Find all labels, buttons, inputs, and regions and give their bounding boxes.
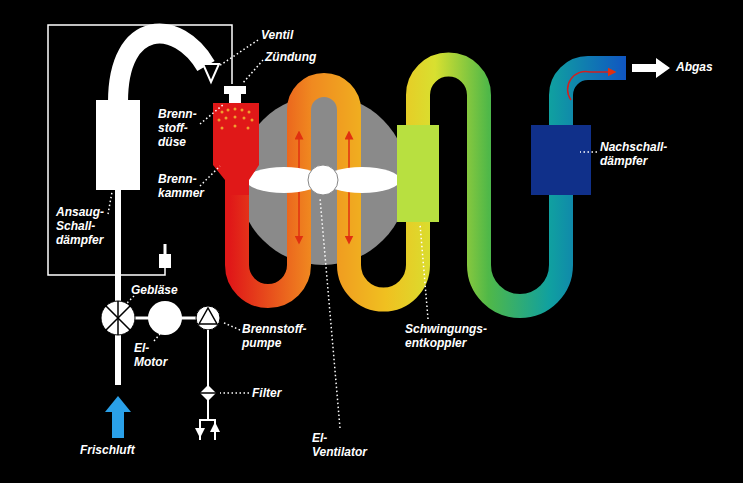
- leader-lines: [108, 40, 597, 428]
- exhaust-silencer: [531, 125, 591, 195]
- part-label: El-Ventilator: [312, 431, 367, 459]
- combustion-chamber: [213, 103, 259, 195]
- sensor-block: [159, 254, 171, 268]
- part-label: Abgas: [676, 60, 713, 74]
- part-label: Ventil: [261, 28, 293, 42]
- motor-symbol: [148, 301, 182, 335]
- fuel-supply-arrow: [210, 422, 220, 432]
- pump-symbol: [196, 306, 220, 330]
- fuel-line: [207, 330, 209, 420]
- exhaust-tube: [237, 64, 626, 306]
- control-line: [48, 25, 232, 275]
- part-label: Gebläse: [131, 283, 178, 297]
- part-label: Schwingungs- entkoppler: [405, 322, 487, 350]
- exhaust-arrow: [632, 58, 670, 78]
- part-label: Filter: [252, 386, 281, 400]
- blower-symbol: [101, 301, 135, 335]
- part-label: Nachschall- dämpfer: [600, 140, 667, 168]
- pump-triangle: [199, 308, 217, 324]
- filter-symbol: [200, 385, 216, 401]
- part-label: Frischluft: [80, 443, 135, 457]
- part-label: El-Motor: [134, 341, 167, 369]
- fuel-return-arrow: [195, 428, 205, 438]
- exhaust-flow-arrow: [568, 71, 612, 100]
- fan-hub: [308, 165, 338, 195]
- fuel-nozzle: [229, 94, 241, 103]
- fresh-air-pipe: [115, 190, 121, 385]
- sensor-stem: [164, 244, 167, 254]
- fuel-spray: [218, 108, 254, 130]
- intake-silencer: [96, 100, 140, 190]
- part-label: Brennstoff- pumpe: [242, 322, 306, 350]
- valve-symbol: [203, 64, 219, 82]
- vibration-decoupler: [397, 125, 439, 222]
- fresh-air-arrow: [105, 396, 131, 438]
- part-label: Brenn- kammer: [158, 172, 204, 200]
- filter-element: [200, 392, 216, 394]
- blower-axis: [117, 301, 119, 335]
- part-label: Brenn- stoff- düse: [158, 107, 197, 149]
- part-label: Ansaug- Schall- dämpfer: [56, 205, 104, 247]
- part-label: Zündung: [265, 50, 316, 64]
- intake-pipe: [118, 34, 206, 102]
- ignition-plug: [224, 86, 246, 94]
